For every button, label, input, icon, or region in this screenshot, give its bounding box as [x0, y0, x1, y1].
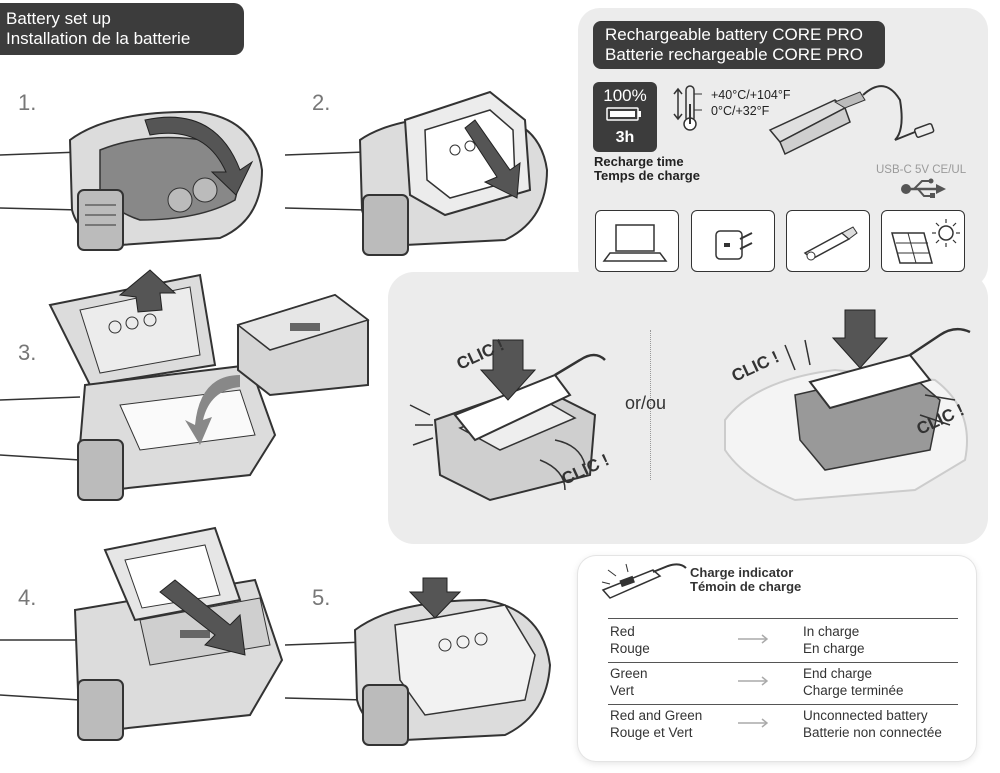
source-wall-adapter	[691, 210, 775, 272]
color-fr: Rouge et Vert	[610, 725, 693, 740]
temp-max: +40°C/+104°F	[711, 88, 791, 102]
battery-title-fr: Batterie rechargeable CORE PRO	[605, 45, 863, 64]
source-laptop	[595, 210, 679, 272]
color-fr: Vert	[610, 683, 635, 698]
color-en: Red and Green	[610, 708, 703, 723]
color-en: Green	[610, 666, 648, 681]
clic-left-illustration: CLIC ! CLIC !	[409, 335, 612, 502]
charge-led-illustration	[601, 563, 687, 599]
state-fr: En charge	[803, 641, 865, 656]
step-number-3: 3.	[18, 340, 37, 365]
title-en: Battery set up	[6, 9, 111, 28]
laptop-icon	[602, 224, 668, 262]
usb-spec-label: USB-C 5V CE/UL	[876, 164, 967, 176]
state-en: Unconnected battery	[803, 708, 928, 723]
state-fr: Batterie non connectée	[803, 725, 942, 740]
charge-percent: 100%	[603, 86, 647, 105]
title-fr: Installation de la batterie	[6, 29, 191, 48]
step-5-locked-illustration	[285, 577, 552, 746]
table-divider	[608, 662, 958, 663]
battery-title-en: Rechargeable battery CORE PRO	[605, 25, 863, 44]
car-charger-icon	[803, 226, 858, 261]
step-3-open-compartment-illustration	[0, 269, 370, 501]
recharge-time-label: Recharge time Temps de charge	[594, 155, 700, 183]
state-en: End charge	[803, 666, 873, 681]
table-divider	[608, 618, 958, 619]
battery-title: Rechargeable battery CORE PRO Batterie r…	[593, 21, 885, 69]
state-en: In charge	[803, 624, 860, 639]
charge-time: 3h	[615, 129, 635, 146]
or-separator: or/ou	[625, 393, 667, 413]
charge-indicator-title-fr: Témoin de charge	[690, 579, 802, 594]
charge-indicator-panel	[578, 556, 976, 761]
thermometer-icon	[673, 85, 702, 131]
color-en: Red	[610, 624, 635, 639]
step-4-close-illustration	[0, 526, 284, 741]
step-1-headlamp-illustration	[0, 110, 264, 251]
table-divider	[608, 704, 958, 705]
charge-indicator-title-en: Charge indicator	[690, 565, 794, 580]
wall-adapter-icon	[715, 230, 753, 260]
clic-right-illustration: CLIC ! CLIC !	[724, 309, 971, 502]
source-car-charger	[786, 210, 870, 272]
step-number-4: 4.	[18, 585, 37, 610]
solar-panel-icon	[891, 219, 960, 264]
state-fr: Charge terminée	[803, 683, 904, 698]
charge-indicator-title: Charge indicator Témoin de charge	[690, 566, 801, 594]
arrow-right-icon	[738, 718, 768, 728]
arrow-right-icon	[738, 676, 768, 686]
recharge-fr: Temps de charge	[594, 168, 700, 183]
step-2-headlamp-illustration	[285, 90, 549, 256]
divider	[650, 330, 651, 480]
temp-min: 0°C/+32°F	[711, 104, 770, 118]
color-fr: Rouge	[610, 641, 650, 656]
recharge-en: Recharge time	[594, 154, 684, 169]
source-solar-panel	[881, 210, 965, 272]
step-number-5: 5.	[312, 585, 331, 610]
battery-with-usb-cable-illustration	[768, 85, 935, 156]
arrow-right-icon	[738, 634, 768, 644]
battery-full-icon	[606, 107, 641, 121]
usb-icon	[901, 178, 946, 198]
step-number-2: 2.	[312, 90, 331, 115]
charge-level-box: 100% 3h	[593, 82, 657, 152]
step-number-1: 1.	[18, 90, 37, 115]
clic-label-3: CLIC !	[729, 347, 782, 385]
section-title: Battery set up Installation de la batter…	[0, 3, 244, 55]
